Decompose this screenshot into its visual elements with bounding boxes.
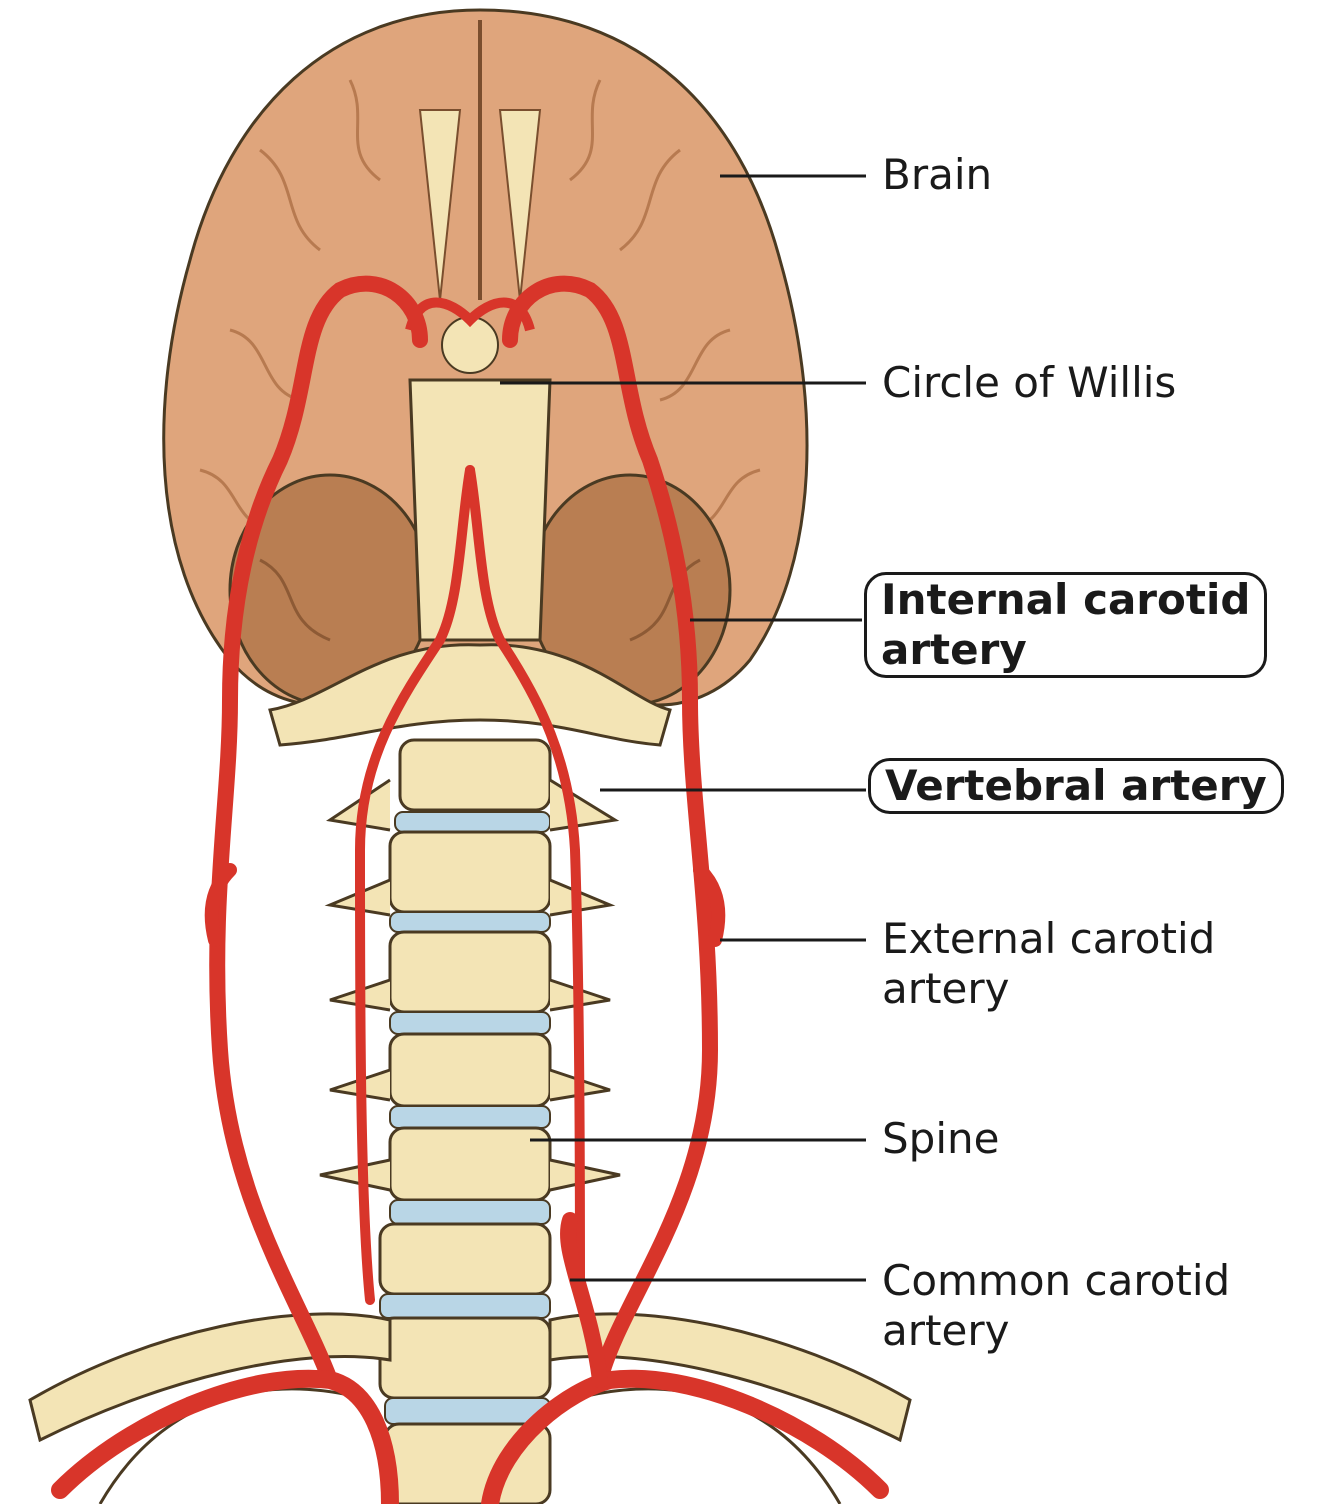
label-circle-of-willis: Circle of Willis bbox=[882, 358, 1177, 407]
right-vertebral-artery bbox=[465, 465, 585, 1305]
label-external-carotid-line1: External carotid bbox=[882, 914, 1216, 963]
left-vertebral-artery bbox=[354, 465, 475, 1305]
arteries bbox=[51, 275, 889, 1504]
label-spine: Spine bbox=[882, 1114, 1000, 1163]
label-internal-carotid-line2: artery bbox=[881, 625, 1027, 674]
label-common-carotid-line1: Common carotid bbox=[882, 1256, 1231, 1305]
leader-lines bbox=[500, 174, 866, 1282]
right-internal-carotid-artery bbox=[502, 275, 719, 1388]
right-external-carotid-artery bbox=[693, 863, 726, 947]
label-external-carotid-line2: artery bbox=[882, 964, 1010, 1013]
label-common-carotid-artery: Common carotid artery bbox=[882, 1256, 1230, 1356]
left-subclavian-artery bbox=[51, 1369, 399, 1504]
label-brain: Brain bbox=[882, 150, 993, 199]
label-common-carotid-line2: artery bbox=[882, 1306, 1010, 1355]
label-vertebral-artery: Vertebral artery bbox=[868, 758, 1284, 814]
label-external-carotid-artery: External carotid artery bbox=[882, 914, 1215, 1014]
label-internal-carotid-line1: Internal carotid bbox=[881, 575, 1251, 624]
label-internal-carotid-artery: Internal carotid artery bbox=[864, 572, 1268, 678]
vertebrae bbox=[268, 643, 672, 1504]
right-subclavian-artery bbox=[481, 1369, 889, 1504]
left-internal-carotid-artery bbox=[209, 275, 428, 1388]
left-external-carotid-artery bbox=[204, 863, 237, 947]
